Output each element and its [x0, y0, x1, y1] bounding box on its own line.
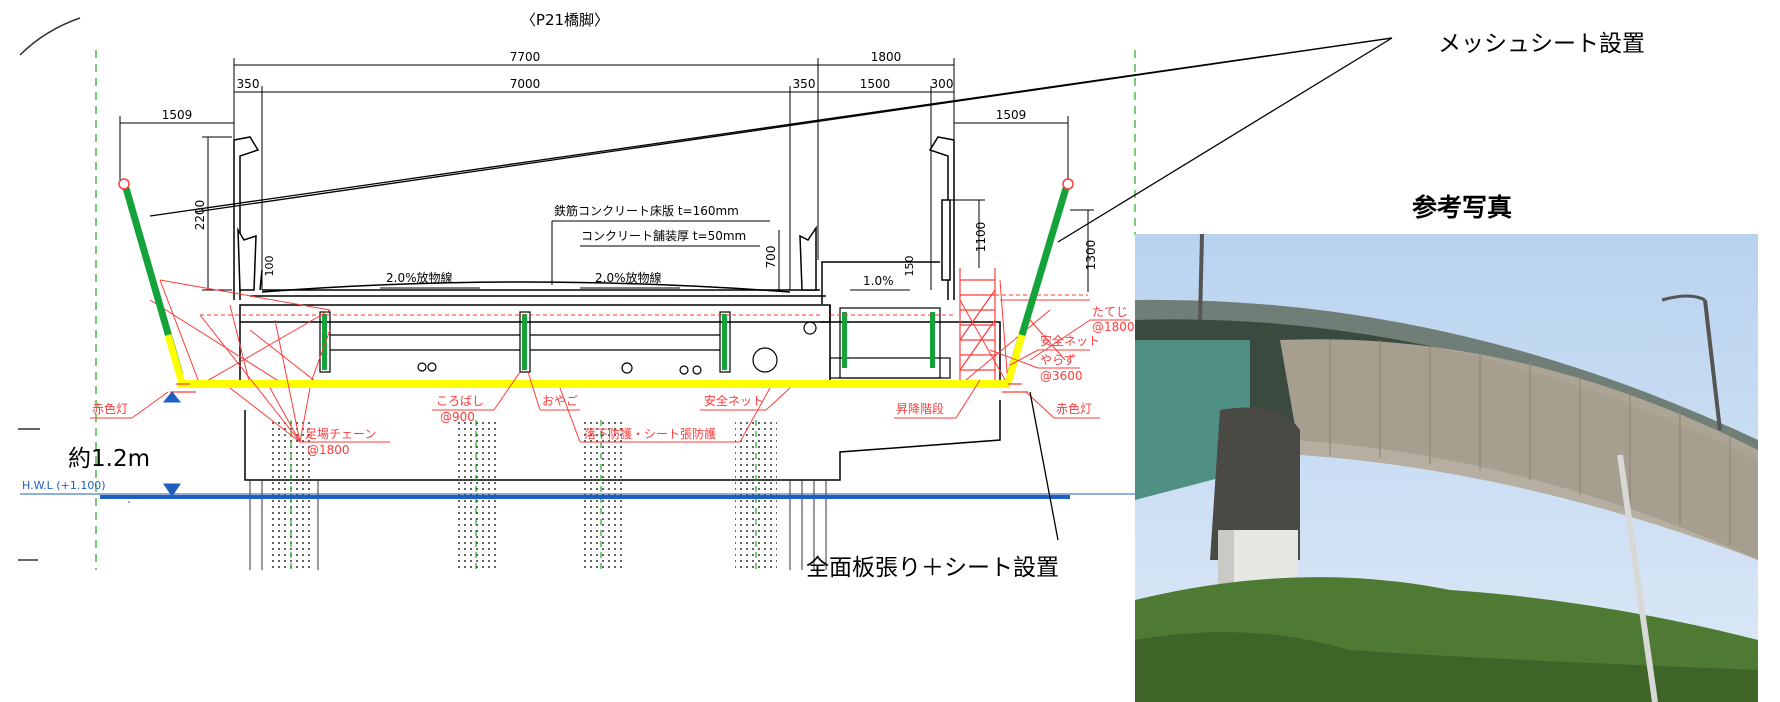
label-slab: 鉄筋コンクリート床版 t=160mm [554, 203, 739, 218]
dim-350-left: 350 [237, 77, 260, 91]
red-leaders [90, 314, 1130, 443]
dim-1300: 1300 [1084, 240, 1098, 271]
label-guard: 落下防護・シート張防護 [584, 426, 716, 441]
dim-1800: 1800 [871, 50, 902, 64]
water-symbol [124, 493, 134, 503]
edge-arc [19, 17, 81, 56]
dim-2200: 2200 [193, 200, 207, 231]
label-cross-slope-3: 1.0% [863, 274, 894, 288]
label-lamp-right: 赤色灯 [1056, 402, 1092, 416]
dim-350-right: 350 [793, 77, 816, 91]
label-korobashi-pitch: @900 [440, 410, 475, 424]
stairs [959, 268, 996, 385]
dim-1100: 1100 [974, 222, 988, 253]
hwl-label: H.W.L (+1.100) [22, 479, 106, 492]
dim-700: 700 [764, 246, 778, 269]
dim-150: 150 [903, 256, 916, 277]
reference-photo [1135, 233, 1758, 702]
callout-lines [149, 37, 1393, 541]
lamp-right-marker [1002, 383, 1028, 393]
label-pave: コンクリート舗装厚 t=50mm [581, 229, 746, 243]
dim-7700: 7700 [510, 50, 541, 64]
mesh-sheet-left-yellow [164, 334, 186, 384]
label-chain: 足場チェーン [305, 427, 376, 441]
dim-300: 300 [931, 77, 954, 91]
label-lamp-left: 赤色灯 [92, 402, 128, 416]
label-yarazu: やらず [1040, 353, 1076, 367]
label-oyago: おやご [542, 393, 578, 408]
label-cross-slope-1: 2.0%放物線 [386, 270, 453, 285]
red-annotations: 赤色灯 赤色灯 ころばし @900 おやご 安全ネット 昇降階段 足場チェーン … [92, 305, 1135, 457]
scaffold-red [149, 279, 1090, 386]
callout-mesh-sheet: メッシュシート設置 [1438, 31, 1645, 57]
clearance-arrow [162, 391, 182, 497]
dim-7000: 7000 [510, 77, 541, 91]
label-net-center: 安全ネット [704, 393, 764, 408]
label-net-right: 安全ネット [1040, 333, 1100, 348]
label-tateji: たてじ [1092, 305, 1128, 319]
label-yarazu-pitch: @3600 [1040, 369, 1083, 383]
girder-webs [322, 312, 935, 370]
callout-clearance: 約1.2m [68, 446, 150, 472]
dim-100: 100 [263, 256, 276, 277]
label-cross-slope-2: 2.0%放物線 [595, 270, 662, 285]
callout-full-boarding: 全面板張り＋シート設置 [806, 555, 1059, 581]
label-stairs: 昇降階段 [896, 401, 944, 416]
label-tateji-pitch: @1800 [1092, 320, 1135, 334]
photo-title: 参考写真 [1412, 193, 1513, 222]
deck-board-yellow [178, 380, 1010, 388]
drawing-title: 〈P21橋脚〉 [521, 11, 609, 29]
label-korobashi: ころばし [436, 394, 484, 408]
dim-1500: 1500 [860, 77, 891, 91]
dim-1509-left: 1509 [162, 108, 193, 122]
lamp-top-right [1062, 178, 1074, 190]
girders [319, 307, 951, 379]
dim-1509-right: 1509 [996, 108, 1027, 122]
lamp-left-marker [170, 383, 196, 393]
deck-structure [233, 136, 1001, 481]
label-chain-pitch: @1800 [307, 443, 350, 457]
lamp-top-left [118, 178, 130, 190]
